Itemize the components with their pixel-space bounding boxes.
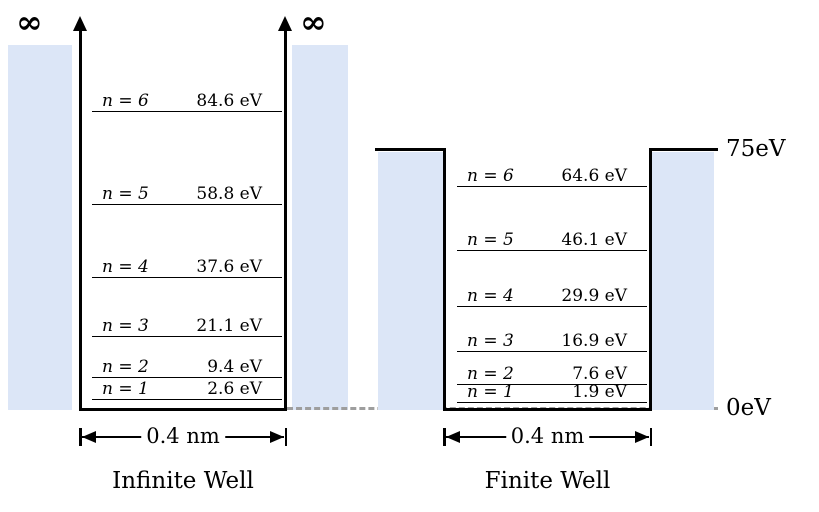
energy-level-infinite-n2: n = 2 9.4 eV bbox=[92, 357, 282, 378]
energy-level-finite-n4: n = 4 29.9 eV bbox=[457, 286, 647, 307]
finite-well-title: Finite Well bbox=[484, 468, 611, 494]
level-n-label: n = 5 bbox=[467, 230, 514, 251]
width-label: 0.4 nm bbox=[505, 424, 590, 449]
level-n-label: n = 6 bbox=[467, 166, 514, 187]
infinite-well-left-barrier-shading bbox=[8, 45, 72, 410]
level-energy-label: 46.1 eV bbox=[561, 230, 627, 251]
level-n-label: n = 5 bbox=[102, 184, 149, 205]
width-arrow-left-tick bbox=[79, 428, 82, 446]
level-energy-label: 84.6 eV bbox=[196, 91, 262, 112]
width-label: 0.4 nm bbox=[141, 424, 225, 449]
finite-well-right-barrier-top bbox=[649, 148, 718, 151]
width-arrow-right-tick bbox=[649, 428, 652, 446]
energy-level-infinite-n6: n = 6 84.6 eV bbox=[92, 91, 282, 112]
energy-level-infinite-n5: n = 5 58.8 eV bbox=[92, 184, 282, 205]
infinite-well-title: Infinite Well bbox=[112, 468, 254, 494]
energy-level-finite-n6: n = 6 64.6 eV bbox=[457, 166, 647, 187]
zero-energy-label: 0eV bbox=[726, 395, 771, 421]
level-energy-label: 1.9 eV bbox=[572, 382, 627, 403]
width-arrow-right-tick bbox=[284, 428, 287, 446]
level-n-label: n = 4 bbox=[102, 257, 149, 278]
level-energy-label: 29.9 eV bbox=[561, 286, 627, 307]
energy-level-finite-n1: n = 1 1.9 eV bbox=[457, 382, 647, 403]
infinite-well-floor bbox=[79, 408, 287, 411]
energy-level-infinite-n4: n = 4 37.6 eV bbox=[92, 257, 282, 278]
level-energy-label: 21.1 eV bbox=[196, 316, 262, 337]
finite-well-left-barrier-shading bbox=[378, 152, 443, 410]
finite-well-left-wall bbox=[443, 148, 446, 410]
finite-well-floor bbox=[443, 408, 652, 411]
infinite-well-left-wall-arrowhead bbox=[73, 16, 87, 31]
width-arrow-left-tick bbox=[443, 428, 446, 446]
level-energy-label: 37.6 eV bbox=[196, 257, 262, 278]
level-n-label: n = 3 bbox=[102, 316, 149, 337]
infinite-well-right-wall bbox=[284, 30, 287, 410]
finite-well-left-barrier-top bbox=[375, 148, 446, 151]
energy-level-infinite-n1: n = 1 2.6 eV bbox=[92, 379, 282, 400]
finite-well-right-barrier-shading bbox=[652, 152, 714, 410]
energy-level-infinite-n3: n = 3 21.1 eV bbox=[92, 316, 282, 337]
energy-level-finite-n5: n = 5 46.1 eV bbox=[457, 230, 647, 251]
infinite-well-right-barrier-shading bbox=[292, 45, 348, 410]
width-arrow-left-arrowhead bbox=[82, 430, 96, 443]
level-energy-label: 16.9 eV bbox=[561, 331, 627, 352]
infinite-well-width-arrow: 0.4 nm bbox=[79, 424, 287, 449]
level-n-label: n = 3 bbox=[467, 331, 514, 352]
level-n-label: n = 1 bbox=[102, 379, 149, 400]
level-n-label: n = 2 bbox=[102, 357, 149, 378]
barrier-height-label: 75eV bbox=[726, 136, 786, 162]
level-n-label: n = 6 bbox=[102, 91, 149, 112]
infinite-well-left-wall bbox=[79, 30, 82, 410]
infinity-symbol-right: ∞ bbox=[300, 3, 327, 41]
infinite-well-right-wall-arrowhead bbox=[278, 16, 292, 31]
level-energy-label: 58.8 eV bbox=[196, 184, 262, 205]
energy-level-finite-n3: n = 3 16.9 eV bbox=[457, 331, 647, 352]
energy-level-finite-n2: n = 2 7.6 eV bbox=[457, 364, 647, 385]
level-energy-label: 64.6 eV bbox=[561, 166, 627, 187]
width-arrow-left-arrowhead bbox=[446, 430, 460, 443]
level-n-label: n = 1 bbox=[467, 382, 514, 403]
level-n-label: n = 2 bbox=[467, 364, 514, 385]
infinity-symbol-left: ∞ bbox=[16, 3, 43, 41]
finite-well-width-arrow: 0.4 nm bbox=[443, 424, 652, 449]
level-n-label: n = 4 bbox=[467, 286, 514, 307]
level-energy-label: 2.6 eV bbox=[207, 379, 262, 400]
width-arrow-right-arrowhead bbox=[270, 430, 284, 443]
finite-well-right-wall bbox=[649, 148, 652, 410]
level-energy-label: 9.4 eV bbox=[207, 357, 262, 378]
level-energy-label: 7.6 eV bbox=[572, 364, 627, 385]
width-arrow-right-arrowhead bbox=[635, 430, 649, 443]
